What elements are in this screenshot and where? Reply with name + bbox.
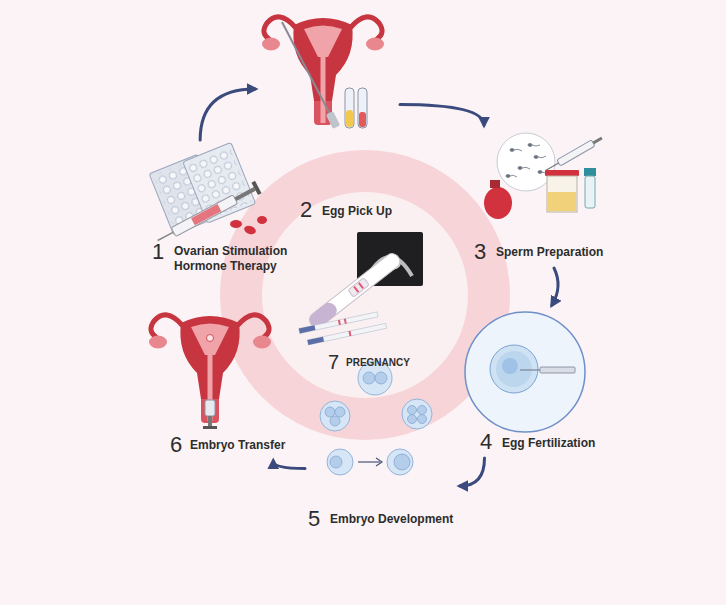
step-label: Embryo Transfer [190,438,285,453]
step-label: Sperm Preparation [496,245,603,260]
step-number: 6 [170,431,182,459]
step-number: 7 [328,350,339,375]
step-number: 1 [152,238,164,266]
step-number: 2 [300,196,312,224]
cycle-arrow [400,104,484,125]
step-node: 4 Egg Fertilization [462,305,612,458]
step-label: PREGNANCY [346,357,410,370]
step-node: 1 Ovarian Stimulation Hormone Therapy [148,140,297,276]
step-node: 2 Egg Pick Up [255,5,400,226]
step-node: 6 Embryo Transfer [150,305,295,461]
step-node: 5 Embryo Development [305,360,460,535]
step-node: 3 Sperm Preparation [470,125,610,268]
pregnancy-circle: 7 PREGNANCY [262,192,468,398]
cycle-arrow [460,458,485,486]
step-number: 3 [474,238,486,266]
cycle-arrow [200,89,255,140]
cycle-arrow [552,268,558,305]
step-number: 5 [308,505,320,533]
step-label: Egg Fertilization [502,436,595,451]
cycle-arrow [273,461,305,469]
step-label: Ovarian Stimulation Hormone Therapy [174,244,294,274]
step-label: Embryo Development [330,512,453,527]
step-number: 4 [480,428,492,456]
step-label: Egg Pick Up [322,204,392,219]
